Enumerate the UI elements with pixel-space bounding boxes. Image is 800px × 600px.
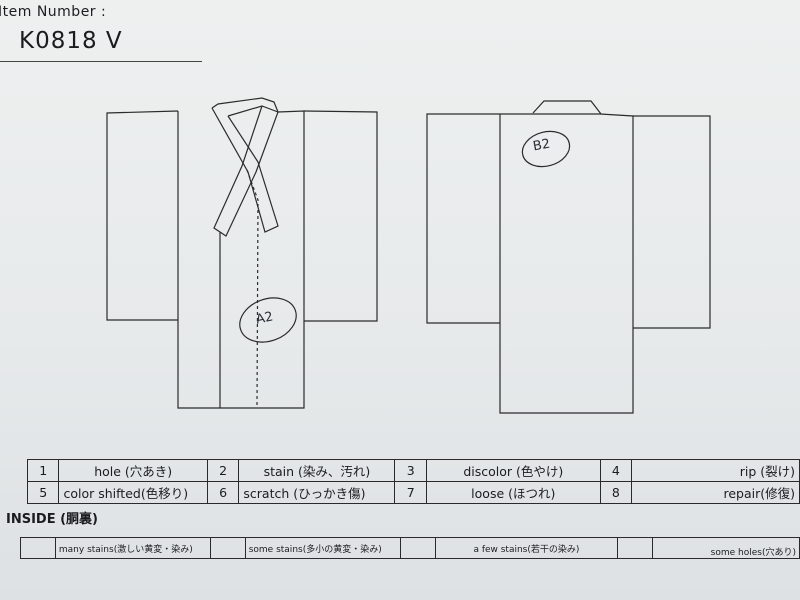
inside-option-label: many stains(激しい黄変・染み)	[54, 537, 211, 559]
defect-number: 4	[599, 459, 633, 482]
kimono-back-outline	[426, 100, 711, 414]
defect-number: 7	[394, 481, 427, 504]
defect-number: 1	[26, 459, 60, 482]
defect-number: 8	[599, 481, 633, 504]
defect-label: stain (染み、汚れ)	[238, 459, 396, 482]
inside-checkbox-cell	[20, 537, 56, 559]
back-defect-circle	[521, 130, 571, 168]
back-defect-mark: B2	[531, 136, 552, 155]
defect-label: loose (ほつれ)	[425, 481, 601, 504]
defect-label: hole (穴あき)	[58, 459, 208, 482]
inside-option-label: some holes(穴あり)	[652, 537, 800, 559]
inside-checkbox-cell	[209, 537, 246, 559]
kimono-front-dashed-seam	[246, 169, 259, 406]
defect-number: 2	[206, 459, 240, 482]
inside-checkbox-cell	[399, 537, 436, 559]
table-row: many stains(激しい黄変・染み) some stains(多小の黄変・…	[20, 537, 800, 559]
inside-checkbox-cell	[617, 537, 654, 559]
inside-option-label: some stains(多小の黄変・染み)	[244, 537, 401, 559]
defect-label: rip (裂け)	[631, 459, 800, 482]
item-number-underline	[0, 61, 202, 62]
defect-label: scratch (ひっかき傷)	[238, 481, 396, 504]
defect-label: repair(修復)	[631, 481, 800, 504]
table-row: 5 color shifted(色移り) 6 scratch (ひっかき傷) 7…	[26, 481, 800, 504]
table-row: 1 hole (穴あき) 2 stain (染み、汚れ) 3 discolor …	[26, 459, 800, 482]
inside-condition-table: many stains(激しい黄変・染み) some stains(多小の黄変・…	[20, 537, 800, 559]
defect-number: 6	[206, 481, 240, 504]
kimono-front-outline	[106, 97, 378, 409]
defect-number: 3	[394, 459, 427, 482]
item-number-value: K0818 V	[19, 28, 123, 54]
defect-label: discolor (色やけ)	[425, 459, 601, 482]
defect-legend-table: 1 hole (穴あき) 2 stain (染み、汚れ) 3 discolor …	[26, 459, 800, 504]
inside-section-label: INSIDE (胴裏)	[6, 512, 98, 527]
defect-number: 5	[26, 481, 60, 504]
front-defect-circle	[239, 297, 297, 343]
item-number-label: Item Number :	[0, 4, 107, 20]
defect-label: color shifted(色移り)	[58, 481, 208, 504]
inside-option-label: a few stains(若干の染み)	[434, 537, 619, 559]
